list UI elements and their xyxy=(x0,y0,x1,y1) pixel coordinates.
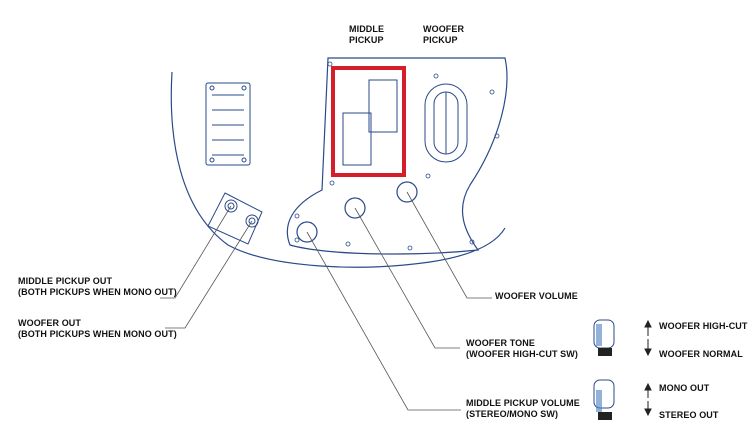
leader-middle-pickup-volume xyxy=(306,231,461,411)
leader-middle-pickup-out xyxy=(160,205,232,299)
label-middle-pickup-out-line2: (BOTH PICKUPS WHEN MONO OUT) xyxy=(18,287,177,297)
woofer-pickup xyxy=(424,83,468,163)
label-woofer-tone-line1: WOOFER TONE xyxy=(466,338,535,348)
pickguard-screws xyxy=(294,61,500,251)
middle-pickup xyxy=(342,79,398,166)
middle-pickup-volume-knob xyxy=(296,221,318,243)
pickguard-outline xyxy=(286,57,508,255)
label-woofer-tone: WOOFER TONE (WOOFER HIGH-CUT SW) xyxy=(466,338,578,360)
label-woofer-out: WOOFER OUT (BOTH PICKUPS WHEN MONO OUT) xyxy=(18,318,177,340)
label-woofer-pickup-line1: WOOFER xyxy=(423,24,465,34)
label-woofer-pickup-line2: PICKUP xyxy=(423,35,458,45)
output-jack-plate xyxy=(207,192,263,245)
label-middle-pickup-line2: PICKUP xyxy=(349,35,384,45)
label-middle-pickup-out: MIDDLE PICKUP OUT (BOTH PICKUPS WHEN MON… xyxy=(18,276,177,298)
label-woofer-volume: WOOFER VOLUME xyxy=(495,291,578,301)
leader-woofer-tone xyxy=(354,207,460,349)
label-mono-out: MONO OUT xyxy=(659,383,710,393)
bridge xyxy=(205,82,251,166)
label-middle-pickup-volume-line1: MIDDLE PICKUP VOLUME xyxy=(466,398,580,408)
label-middle-pickup: MIDDLE PICKUP xyxy=(349,24,384,46)
label-woofer-pickup: WOOFER PICKUP xyxy=(423,24,464,46)
label-stereo-out: STEREO OUT xyxy=(659,410,719,420)
guitar-body-outline xyxy=(170,71,506,268)
label-middle-pickup-volume-line2: (STEREO/MONO SW) xyxy=(466,409,559,419)
leader-woofer-out xyxy=(165,220,253,329)
label-middle-pickup-out-line1: MIDDLE PICKUP OUT xyxy=(18,276,113,286)
label-woofer-tone-line2: (WOOFER HIGH-CUT SW) xyxy=(466,349,578,359)
label-middle-pickup-volume: MIDDLE PICKUP VOLUME (STEREO/MONO SW) xyxy=(466,398,580,420)
middle-volume-switch-icon xyxy=(593,379,615,420)
woofer-tone-knob xyxy=(344,197,366,219)
woofer-tone-switch-icon xyxy=(593,319,615,356)
woofer-volume-knob xyxy=(396,181,418,203)
label-woofer-out-line1: WOOFER OUT xyxy=(18,318,81,328)
middle-pickup-highlight xyxy=(331,66,406,177)
label-woofer-normal: WOOFER NORMAL xyxy=(659,349,743,359)
label-woofer-out-line2: (BOTH PICKUPS WHEN MONO OUT) xyxy=(18,329,177,339)
label-woofer-high-cut: WOOFER HIGH-CUT xyxy=(659,321,748,331)
label-middle-pickup-line1: MIDDLE xyxy=(349,24,385,34)
leader-woofer-volume xyxy=(406,191,492,299)
